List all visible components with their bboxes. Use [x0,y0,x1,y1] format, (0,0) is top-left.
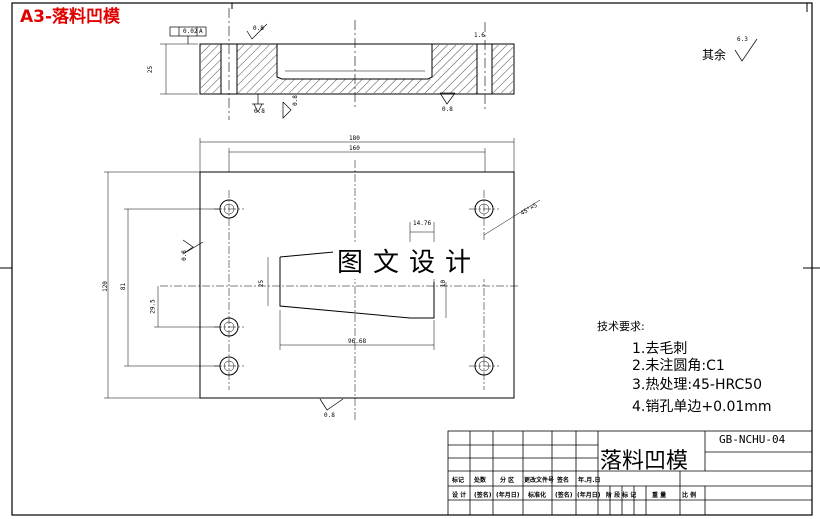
dimension-label: 160 [349,145,360,152]
dimension-label: 180 [349,135,360,142]
title-block-cell: 重 量 [652,492,667,499]
tech-requirements-title: 技术要求: [597,320,645,333]
roughness-label: 0.8 [253,25,264,32]
title-block-cell: 年.月.日 [578,477,601,484]
title-block-cell: (签名) [555,492,573,499]
title-block-cell: 比 例 [682,492,697,499]
part-name: 落料凹模 [600,449,689,474]
title-block-cell: 标准化 [528,492,547,499]
dimension-label: 25 [258,279,266,288]
rest-roughness-note: 其余 [702,48,727,62]
tech-requirement-item: 1.去毛刺 [632,341,688,357]
roughness-label: 0.8 [254,108,265,115]
title-block-cell: 标记 [452,477,465,484]
dimension-label: 10 [440,279,448,288]
title-block-cell: 阶 段 标 记 [606,492,637,499]
dowel-holes [219,199,494,376]
roughness-label: 0.8 [442,106,453,113]
sheet-label: A3-落料凹模 [20,7,121,27]
plan-view [104,138,541,420]
dimension-label: 96.68 [348,338,367,345]
flatness-tolerance: 0.02 [183,28,198,35]
tech-requirement-item: 3.热处理:45-HRC50 [632,377,763,393]
watermark-text: 图文设计 [333,242,486,279]
dimension-label: 29.5 [149,299,157,314]
tech-requirement-item: 2.未注圆角:C1 [632,358,725,374]
dimension-label: 25 [147,65,155,74]
section-view [160,8,758,120]
title-block-cell: 签名 [557,477,570,484]
datum-label: A [199,28,203,35]
roughness-label: 0.8 [291,95,299,106]
roughness-label: 0.8 [180,250,188,261]
dimension-label: 14.76 [413,220,432,227]
tech-requirement-item: 4.销孔单边+0.01mm [632,399,772,415]
dimension-label: 120 [101,281,109,292]
title-block-cell: 更改文件号 [524,477,555,484]
title-block-cell: (签名) [474,492,492,499]
title-block-cell: 设 计 [452,492,467,499]
title-block-lines [447,430,813,516]
roughness-label: 1.6 [474,32,485,39]
title-block-cell: 分 区 [500,477,515,484]
drawing-number: GB-NCHU-04 [719,433,786,446]
title-block-cell: (年月日) [577,492,601,499]
title-block-cell: 处数 [474,477,487,484]
title-block-cell: (年月日) [496,492,520,499]
roughness-label: 0.8 [324,412,335,419]
rest-roughness-value: 6.3 [737,36,748,43]
dimension-label: 81 [120,282,128,291]
